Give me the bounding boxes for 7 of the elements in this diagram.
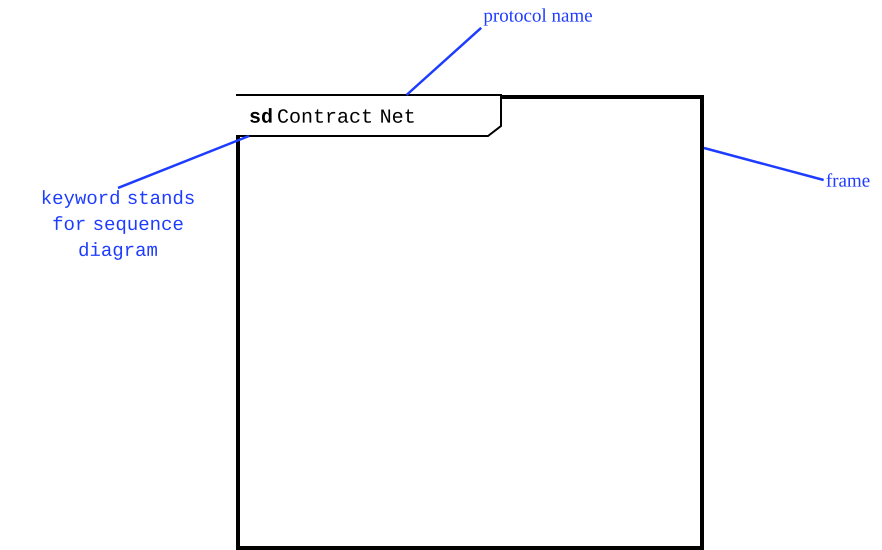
leader-line: [118, 134, 250, 190]
callout-label: frame: [826, 173, 870, 187]
callout-label: protocol name: [484, 8, 592, 26]
leader-line: [704, 146, 824, 182]
leader-line: [406, 26, 482, 96]
callout-label: keyword stands for sequence diagram: [42, 190, 194, 260]
frame-tab: sd Contract Net: [235, 94, 502, 137]
